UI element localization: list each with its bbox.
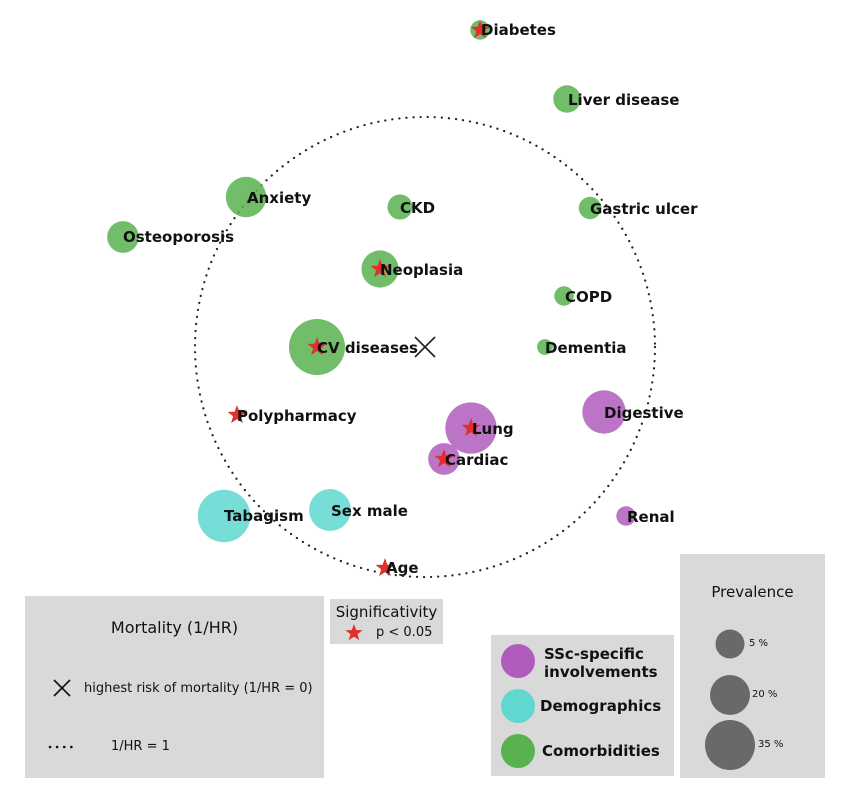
prevalence-legend-title: Prevalence (711, 583, 794, 601)
ssc-legend-line2: involvements (544, 663, 658, 681)
significance-star-cardiac (434, 449, 454, 468)
point-label-digestive: Digestive (604, 404, 684, 422)
point-label-lung: Lung (472, 420, 514, 438)
significance-star-polypharmacy (227, 405, 247, 424)
significance-legend-label: p < 0.05 (376, 625, 433, 640)
bubble-dementia (537, 339, 553, 355)
significance-star-cv-diseases (307, 337, 327, 356)
demographics-swatch-icon (501, 689, 535, 723)
significance-star-lung (461, 418, 481, 437)
comorbidities-swatch-icon (501, 734, 535, 768)
comorbidities-legend-label: Comorbidities (542, 742, 660, 760)
prevalence-label-medium: 20 % (752, 689, 778, 700)
bubble-ckd (387, 194, 413, 220)
mortality-legend-title: Mortality (1/HR) (110, 618, 239, 637)
point-label-anxiety: Anxiety (247, 189, 311, 207)
point-label-liver-disease: Liver disease (568, 91, 679, 109)
mortality-legend: Mortality (1/HR) highest risk of mortali… (25, 596, 324, 778)
significance-star-diabetes (470, 20, 490, 39)
point-label-polypharmacy: Polypharmacy (237, 407, 357, 425)
bubble-digestive (582, 390, 626, 434)
ssc-swatch-icon (501, 644, 535, 678)
bubble-liver-disease (553, 85, 581, 113)
bubble-anxiety (225, 176, 267, 218)
point-label-cv-diseases: CV diseases (317, 339, 418, 357)
bubble-copd (554, 286, 574, 306)
point-label-age: Age (386, 559, 419, 577)
cross-icon (53, 679, 71, 697)
point-label-diabetes: Diabetes (481, 21, 556, 39)
dotted-legend-label: 1/HR = 1 (111, 739, 170, 754)
cross-legend-label: highest risk of mortality (1/HR = 0) (84, 681, 313, 696)
prevalence-marker-small (715, 629, 745, 659)
point-label-copd: COPD (565, 288, 612, 306)
bubble-renal (616, 506, 636, 526)
star-icon (345, 624, 363, 641)
bubble-gastric-ulcer (578, 196, 602, 220)
point-label-dementia: Dementia (545, 339, 627, 357)
significance-star-age (375, 558, 395, 577)
ssc-legend-line1: SSc-specific (544, 645, 644, 663)
point-label-ckd: CKD (400, 199, 435, 217)
prevalence-marker-medium (710, 675, 750, 715)
point-label-cardiac: Cardiac (445, 451, 508, 469)
prevalence-label-small: 5 % (749, 638, 769, 649)
dotted-line-icon (48, 745, 74, 749)
prevalence-marker-large (705, 720, 755, 770)
cross-stroke (414, 336, 436, 358)
ssc-legend-label: SSc-specific involvements (544, 645, 658, 681)
significance-legend: Significativity p < 0.05 (330, 599, 443, 644)
demographics-legend-label: Demographics (540, 697, 662, 715)
group-legend: SSc-specific involvements Demographics C… (491, 635, 674, 776)
prevalence-legend: Prevalence 5 % 20 % 35 % (680, 554, 825, 778)
point-label-neoplasia: Neoplasia (380, 261, 463, 279)
significance-legend-title: Significativity (335, 603, 438, 621)
prevalence-label-large: 35 % (758, 739, 784, 750)
point-label-sex-male: Sex male (331, 502, 408, 520)
bubble-sex-male (309, 489, 351, 531)
prevalence-size-markers (705, 629, 755, 770)
highest-risk-cross-marker (414, 336, 436, 358)
point-label-gastric-ulcer: Gastric ulcer (590, 200, 698, 218)
bubble-osteoporosis (107, 221, 139, 253)
point-label-tabagism: Tabagism (224, 507, 304, 525)
point-label-renal: Renal (627, 508, 675, 526)
hr-equals-one-circle (193, 115, 657, 579)
significance-star-neoplasia (370, 259, 390, 278)
point-label-osteoporosis: Osteoporosis (123, 228, 234, 246)
bubble-tabagism (197, 489, 251, 543)
